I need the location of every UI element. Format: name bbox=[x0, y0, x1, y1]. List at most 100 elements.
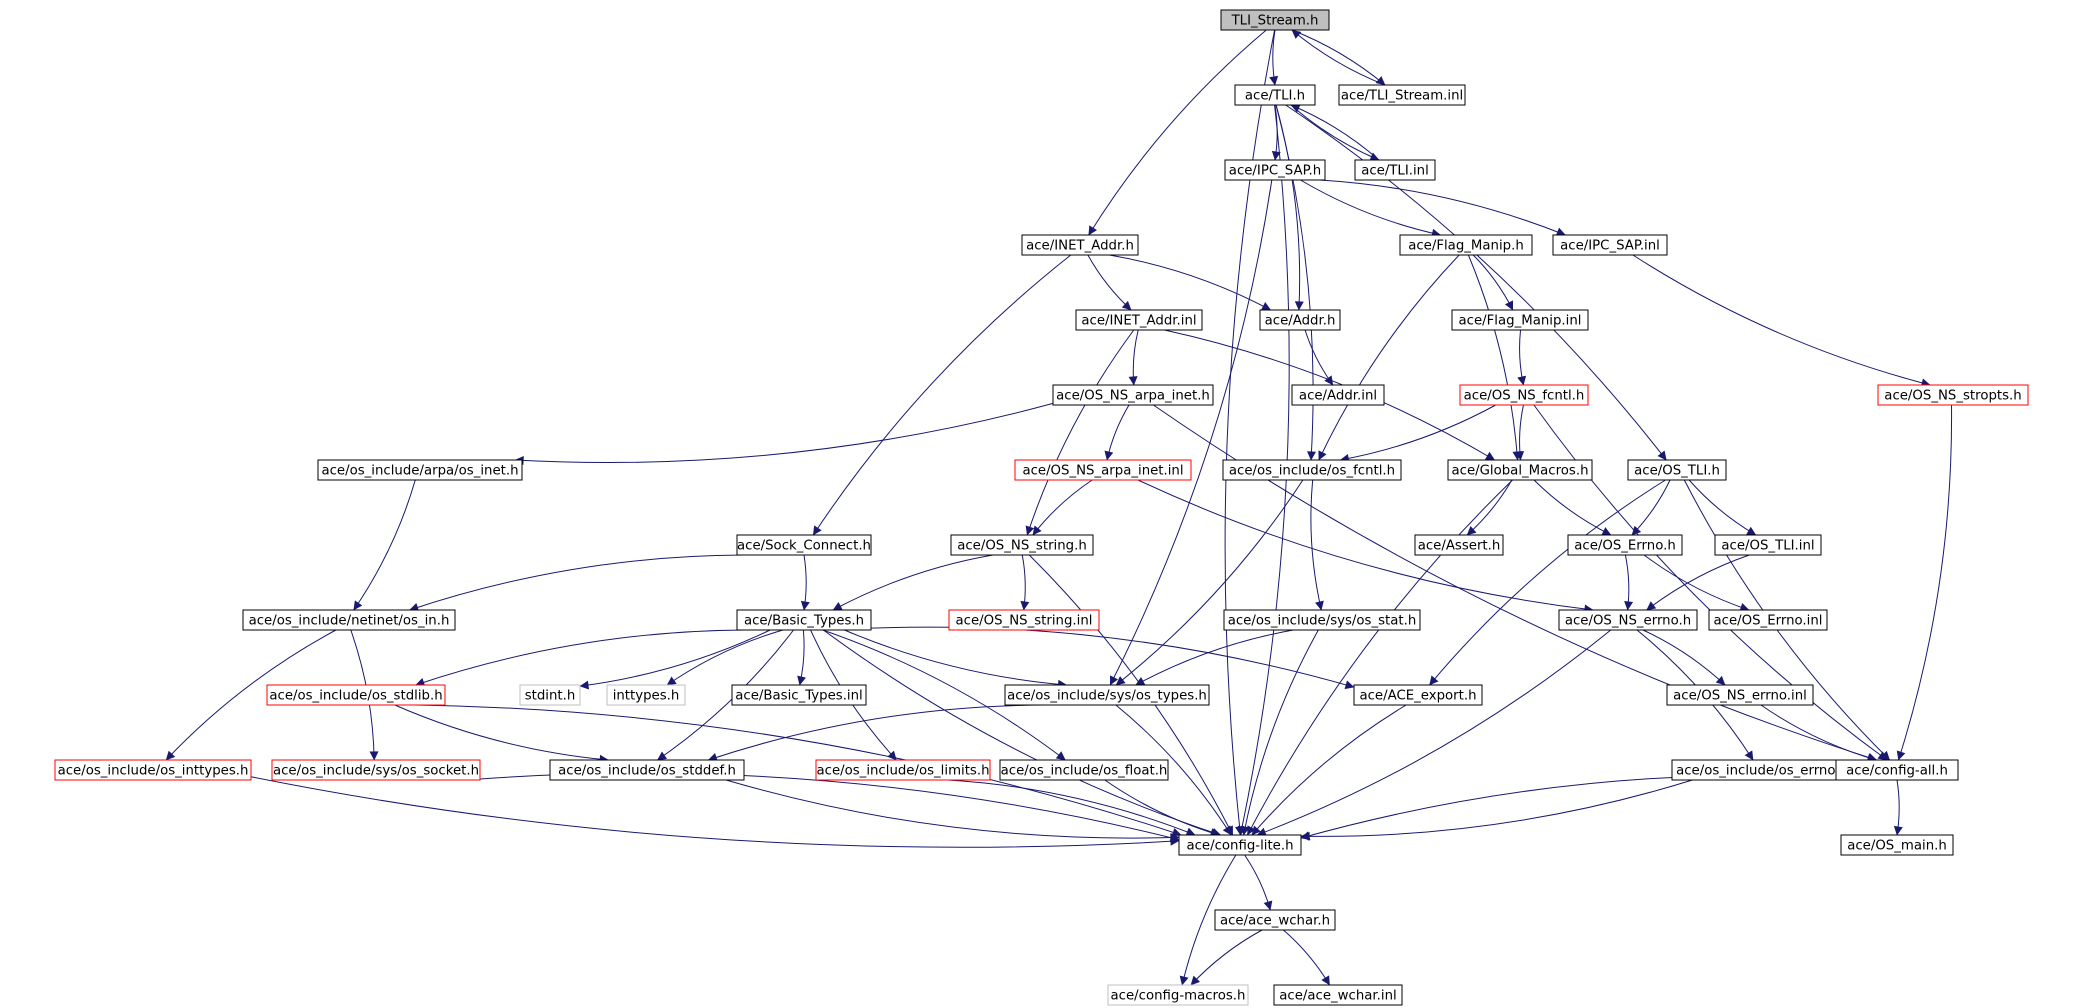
node-os-tli-h[interactable]: ace/OS_TLI.h bbox=[1627, 459, 1727, 481]
node-config-macros-h[interactable]: ace/config-macros.h bbox=[1107, 984, 1249, 1006]
node-box[interactable] bbox=[1222, 459, 1402, 481]
node-box[interactable] bbox=[1353, 684, 1483, 706]
node-box[interactable] bbox=[1220, 9, 1330, 31]
node-os-include-sys-os-types-h[interactable]: ace/os_include/sys/os_types.h bbox=[1004, 684, 1210, 706]
node-box[interactable] bbox=[1107, 984, 1249, 1006]
node-flag-manip-inl[interactable]: ace/Flag_Manip.inl bbox=[1451, 309, 1589, 331]
node-box[interactable] bbox=[1877, 384, 2029, 406]
node-box[interactable] bbox=[271, 759, 481, 781]
node-box[interactable] bbox=[1627, 459, 1727, 481]
node-ipc-sap-h[interactable]: ace/IPC_SAP.h bbox=[1224, 159, 1326, 181]
node-box[interactable] bbox=[950, 534, 1094, 556]
node-ace-wchar-inl[interactable]: ace/ace_wchar.inl bbox=[1273, 984, 1403, 1006]
node-box[interactable] bbox=[1552, 234, 1668, 256]
node-box[interactable] bbox=[1052, 384, 1214, 406]
node-box[interactable] bbox=[1223, 609, 1421, 631]
node-inttypes-h[interactable]: inttypes.h bbox=[606, 684, 686, 706]
node-box[interactable] bbox=[1399, 234, 1533, 256]
node-inet-addr-h[interactable]: ace/INET_Addr.h bbox=[1021, 234, 1139, 256]
node-box[interactable] bbox=[1567, 534, 1683, 556]
node-addr-inl[interactable]: ace/Addr.inl bbox=[1291, 384, 1385, 406]
node-addr-h[interactable]: ace/Addr.h bbox=[1259, 309, 1341, 331]
node-box[interactable] bbox=[549, 759, 745, 781]
node-os-ns-stropts-h[interactable]: ace/OS_NS_stropts.h bbox=[1877, 384, 2029, 406]
node-box[interactable] bbox=[731, 684, 867, 706]
node-box[interactable] bbox=[1234, 84, 1316, 106]
node-os-include-netinet-os-in-h[interactable]: ace/os_include/netinet/os_in.h bbox=[242, 609, 456, 631]
node-box[interactable] bbox=[519, 684, 581, 706]
node-box[interactable] bbox=[266, 684, 446, 706]
node-box[interactable] bbox=[1708, 609, 1828, 631]
node-box[interactable] bbox=[1273, 984, 1403, 1006]
node-os-errno-inl[interactable]: ace/OS_Errno.inl bbox=[1708, 609, 1828, 631]
node-tli-inl[interactable]: ace/TLI.inl bbox=[1354, 159, 1436, 181]
node-box[interactable] bbox=[1214, 909, 1336, 931]
node-box[interactable] bbox=[1835, 759, 1959, 781]
node-box[interactable] bbox=[1178, 834, 1302, 856]
node-box[interactable] bbox=[1004, 684, 1210, 706]
node-sock-connect-h[interactable]: ace/Sock_Connect.h bbox=[736, 534, 872, 556]
node-os-include-sys-os-stat-h[interactable]: ace/os_include/sys/os_stat.h bbox=[1223, 609, 1421, 631]
node-box[interactable] bbox=[1451, 309, 1589, 331]
node-box[interactable] bbox=[1558, 609, 1698, 631]
node-box[interactable] bbox=[317, 459, 523, 481]
node-box[interactable] bbox=[1459, 384, 1589, 406]
node-os-include-sys-os-socket-h[interactable]: ace/os_include/sys/os_socket.h bbox=[271, 759, 481, 781]
node-box[interactable] bbox=[948, 609, 1100, 631]
node-os-ns-string-inl[interactable]: ace/OS_NS_string.inl bbox=[948, 609, 1100, 631]
node-box[interactable] bbox=[1840, 834, 1954, 856]
node-global-macros-h[interactable]: ace/Global_Macros.h bbox=[1447, 459, 1593, 481]
node-box[interactable] bbox=[606, 684, 686, 706]
node-box[interactable] bbox=[736, 534, 872, 556]
node-box[interactable] bbox=[1414, 534, 1504, 556]
node-os-ns-fcntl-h[interactable]: ace/OS_NS_fcntl.h bbox=[1459, 384, 1589, 406]
node-basic-types-inl[interactable]: ace/Basic_Types.inl bbox=[731, 684, 867, 706]
node-tli-h[interactable]: ace/TLI.h bbox=[1234, 84, 1316, 106]
node-tli-stream-inl[interactable]: ace/TLI_Stream.inl bbox=[1338, 84, 1466, 106]
node-os-ns-arpa-inet-h[interactable]: ace/OS_NS_arpa_inet.h bbox=[1052, 384, 1214, 406]
node-os-ns-string-h[interactable]: ace/OS_NS_string.h bbox=[950, 534, 1094, 556]
node-os-include-arpa-os-inet-h[interactable]: ace/os_include/arpa/os_inet.h bbox=[317, 459, 523, 481]
node-os-ns-arpa-inet-inl[interactable]: ace/OS_NS_arpa_inet.inl bbox=[1014, 459, 1192, 481]
node-ace-wchar-h[interactable]: ace/ace_wchar.h bbox=[1214, 909, 1336, 931]
node-box[interactable] bbox=[1714, 534, 1822, 556]
node-os-include-os-fcntl-h[interactable]: ace/os_include/os_fcntl.h bbox=[1222, 459, 1402, 481]
node-box[interactable] bbox=[736, 609, 872, 631]
node-box[interactable] bbox=[1259, 309, 1341, 331]
node-basic-types-h[interactable]: ace/Basic_Types.h bbox=[736, 609, 872, 631]
node-inet-addr-inl[interactable]: ace/INET_Addr.inl bbox=[1075, 309, 1203, 331]
node-os-include-os-float-h[interactable]: ace/os_include/os_float.h bbox=[999, 759, 1169, 781]
node-assert-h[interactable]: ace/Assert.h bbox=[1414, 534, 1504, 556]
node-os-tli-inl[interactable]: ace/OS_TLI.inl bbox=[1714, 534, 1822, 556]
node-box[interactable] bbox=[54, 759, 252, 781]
node-box[interactable] bbox=[1354, 159, 1436, 181]
node-os-include-os-inttypes-h[interactable]: ace/os_include/os_inttypes.h bbox=[54, 759, 252, 781]
node-os-errno-h[interactable]: ace/OS_Errno.h bbox=[1567, 534, 1683, 556]
edge-ace_wchar_h-to-ace_wchar_inl bbox=[1283, 929, 1331, 986]
node-os-main-h[interactable]: ace/OS_main.h bbox=[1840, 834, 1954, 856]
node-tli-stream-h[interactable]: TLI_Stream.h bbox=[1220, 9, 1330, 31]
node-box[interactable] bbox=[1338, 84, 1466, 106]
node-box[interactable] bbox=[1014, 459, 1192, 481]
node-box[interactable] bbox=[1666, 684, 1814, 706]
node-os-include-os-stdlib-h[interactable]: ace/os_include/os_stdlib.h bbox=[266, 684, 446, 706]
node-box[interactable] bbox=[1224, 159, 1326, 181]
node-flag-manip-h[interactable]: ace/Flag_Manip.h bbox=[1399, 234, 1533, 256]
node-os-ns-errno-inl[interactable]: ace/OS_NS_errno.inl bbox=[1666, 684, 1814, 706]
node-box[interactable] bbox=[242, 609, 456, 631]
node-ipc-sap-inl[interactable]: ace/IPC_SAP.inl bbox=[1552, 234, 1668, 256]
node-os-include-os-errno-h[interactable]: ace/os_include/os_errno.h bbox=[1671, 759, 1853, 781]
node-box[interactable] bbox=[999, 759, 1169, 781]
node-ace-export-h[interactable]: ace/ACE_export.h bbox=[1353, 684, 1483, 706]
node-os-ns-errno-h[interactable]: ace/OS_NS_errno.h bbox=[1558, 609, 1698, 631]
node-box[interactable] bbox=[1021, 234, 1139, 256]
node-config-lite-h[interactable]: ace/config-lite.h bbox=[1178, 834, 1302, 856]
node-config-all-h[interactable]: ace/config-all.h bbox=[1835, 759, 1959, 781]
node-os-include-os-limits-h[interactable]: ace/os_include/os_limits.h bbox=[815, 759, 991, 781]
node-box[interactable] bbox=[1291, 384, 1385, 406]
node-box[interactable] bbox=[1075, 309, 1203, 331]
node-box[interactable] bbox=[1447, 459, 1593, 481]
node-box[interactable] bbox=[815, 759, 991, 781]
node-stdint-h[interactable]: stdint.h bbox=[519, 684, 581, 706]
node-os-include-os-stddef-h[interactable]: ace/os_include/os_stddef.h bbox=[549, 759, 745, 781]
